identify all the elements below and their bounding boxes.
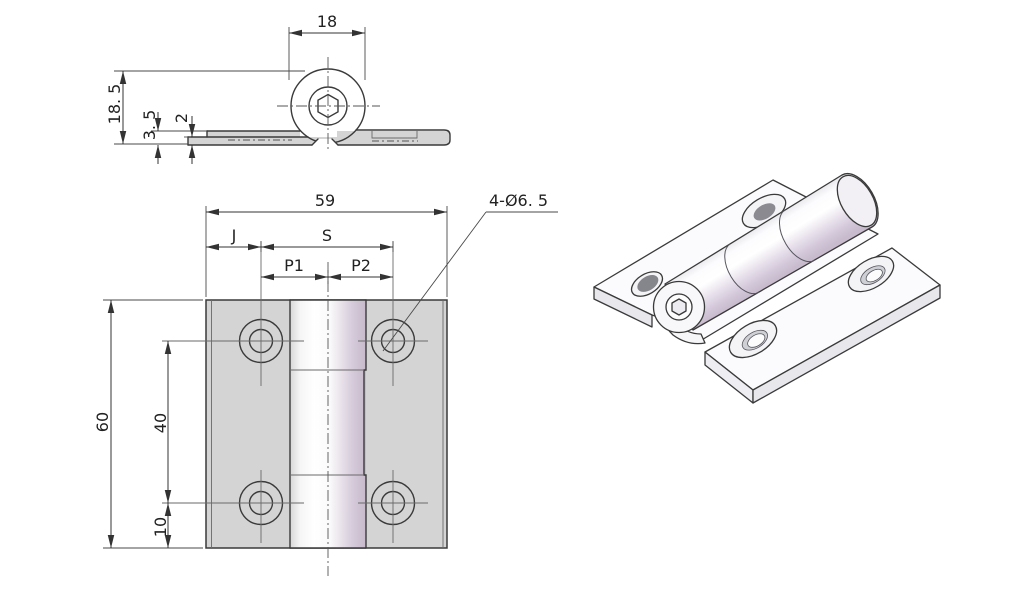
side-view: 18 18. 5 3. 5 2 <box>105 12 451 164</box>
iso-view <box>593 172 941 404</box>
dim-p2: P2 <box>351 256 371 275</box>
side-far-leaf <box>207 131 300 141</box>
iso-lower-hole-near <box>728 319 778 359</box>
hole-callout: 4-Ø6. 5 <box>489 191 548 210</box>
iso-hex-socket <box>671 298 687 316</box>
iso-upper-hole-far <box>741 193 787 229</box>
dim-knuckle-width: 18 <box>317 12 337 31</box>
iso-lower-leaf-side-right <box>752 284 941 404</box>
dim-width: 59 <box>315 191 335 210</box>
iso-barrel <box>664 172 879 331</box>
dim-p1: P1 <box>284 256 304 275</box>
dim-total-height: 18. 5 <box>105 84 124 125</box>
dim-hole-edge-offset: 10 <box>151 517 170 537</box>
iso-upper-leaf-side <box>593 286 653 328</box>
front-view: 59 J S P1 P2 60 40 10 4-Ø6. 5 <box>93 191 558 576</box>
iso-upper-hole-near <box>630 271 664 297</box>
dim-hole-spacing: 40 <box>151 413 170 433</box>
iso-barrel-far-cap <box>836 174 878 228</box>
iso-lower-hole-far <box>847 255 895 293</box>
iso-barrel-seam-2 <box>778 209 816 263</box>
dim-leaf-height: 3. 5 <box>140 110 159 141</box>
dim-height: 60 <box>93 412 112 432</box>
dim-leaf-thickness: 2 <box>172 113 191 123</box>
side-notch <box>312 139 338 146</box>
dim-s: S <box>322 226 332 245</box>
iso-barrel-seam-1 <box>724 243 760 295</box>
dim-j: J <box>231 226 237 245</box>
